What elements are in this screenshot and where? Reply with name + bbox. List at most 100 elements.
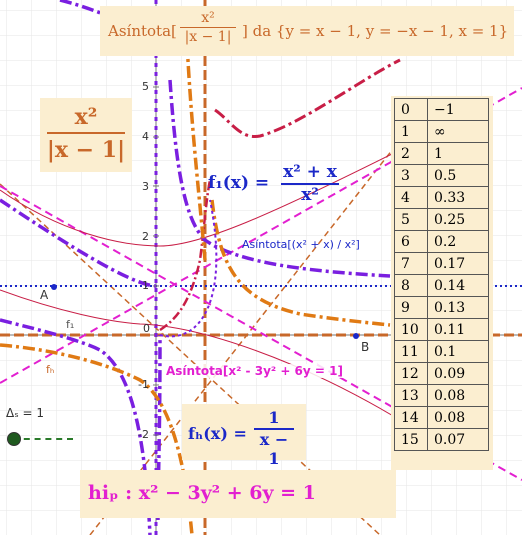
- table-cell-value: −1: [427, 98, 489, 121]
- point-a-label: A: [40, 288, 49, 302]
- fh-name: fₕ(x) =: [188, 424, 247, 443]
- table-cell-x: 4: [394, 186, 428, 209]
- purple-left-curve: [0, 198, 157, 288]
- table-cell-x: 12: [394, 362, 428, 385]
- table-cell-x: 3: [394, 164, 428, 187]
- title-numerator: x²: [180, 10, 236, 28]
- y-axis-ticks: [153, 86, 159, 436]
- slider-track[interactable]: [13, 438, 73, 440]
- fraction-numerator: x²: [47, 104, 125, 134]
- y-tick-label: -2: [138, 428, 149, 441]
- table-cell-value: 0.08: [427, 406, 489, 429]
- point-b[interactable]: [353, 333, 359, 339]
- slider-label: Δₛ = 1: [6, 406, 45, 420]
- table-cell-x: 15: [394, 428, 428, 451]
- table-cell-x: 13: [394, 384, 428, 407]
- curve-f1-label: f₁: [66, 318, 75, 331]
- orange-upper-curve: [184, 19, 207, 261]
- fh-numerator: 1: [254, 408, 294, 430]
- asymptote-f1-label[interactable]: Asíntota[(x² + x) / x²]: [242, 238, 360, 251]
- f1-fraction: x² + x x²: [281, 162, 339, 205]
- table-cell-value: 0.25: [427, 208, 489, 231]
- table-cell-x: 14: [394, 406, 428, 429]
- table-cell-value: 0.2: [427, 230, 489, 253]
- asymptote-hyperbola-label[interactable]: Asíntota[x² - 3y² + 6y = 1]: [166, 364, 343, 378]
- purple-right-curve: [168, 79, 391, 278]
- f1-function-label[interactable]: f₁(x) = x² + x x²: [208, 162, 339, 205]
- orange-lower-curve: [0, 343, 194, 535]
- title-prefix: Asíntota[: [108, 22, 177, 40]
- table-cell-x: 5: [394, 208, 428, 231]
- table-cell-x: 10: [394, 318, 428, 341]
- table-cell-x: 11: [394, 340, 428, 363]
- table-cell-value: ∞: [427, 120, 489, 143]
- table-cell-x: 8: [394, 274, 428, 297]
- table-row: 0−1: [394, 98, 489, 121]
- table-cell-x: 7: [394, 252, 428, 275]
- y-tick-label: 2: [142, 230, 149, 243]
- table-cell-value: 1: [427, 142, 489, 165]
- f1-numerator: x² + x: [281, 162, 339, 185]
- point-a[interactable]: [51, 284, 57, 290]
- slider-knob[interactable]: [7, 432, 21, 446]
- y-tick-label: 0: [143, 322, 150, 335]
- table-cell-x: 2: [394, 142, 428, 165]
- table-cell-x: 0: [394, 98, 428, 121]
- table-cell-x: 6: [394, 230, 428, 253]
- crimson-dashdot-right: [214, 58, 401, 138]
- asymptote-y-x-minus-1: [89, 139, 401, 535]
- curve-fh-label: fₕ: [46, 363, 55, 376]
- fraction-denominator: |x − 1|: [46, 137, 126, 163]
- title-denominator: |x − 1|: [184, 29, 232, 45]
- hyperbola-equation: hiₚ : x² − 3y² + 6y = 1: [88, 482, 316, 504]
- fh-function-box[interactable]: fₕ(x) = 1 x − 1: [182, 404, 306, 468]
- y-tick-label: 1: [142, 279, 149, 292]
- hyperbola-equation-box[interactable]: hiₚ : x² − 3y² + 6y = 1: [80, 470, 396, 518]
- crimson-dashdot-left: [159, 179, 212, 332]
- table-cell-value: 0.1: [427, 340, 489, 363]
- y-tick-label: -1: [138, 378, 149, 391]
- fraction-box[interactable]: x² |x − 1|: [40, 98, 132, 172]
- table-cell-x: 1: [394, 120, 428, 143]
- f1-denominator: x²: [301, 185, 319, 205]
- table-cell-value: 0.13: [427, 296, 489, 319]
- y-tick-label: 5: [142, 80, 149, 93]
- purple-dotted-loop: [159, 199, 218, 338]
- table-cell-value: 0.09: [427, 362, 489, 385]
- point-b-label: B: [361, 340, 370, 354]
- fh-fraction: 1 x − 1: [254, 408, 294, 468]
- table-cell-value: 0.07: [427, 428, 489, 451]
- hyperbola-upper-branch: [0, 149, 401, 247]
- y-tick-label: 3: [142, 180, 149, 193]
- f1-name: f₁(x) =: [208, 173, 270, 193]
- y-tick-label: 4: [142, 130, 149, 143]
- table-cell-x: 9: [394, 296, 428, 319]
- title-suffix: ] da {y = x − 1, y = −x − 1, x = 1}: [242, 22, 509, 40]
- title-fraction: x² |x − 1|: [180, 10, 236, 45]
- delta-s-slider[interactable]: [7, 432, 73, 446]
- table-row: 1∞: [394, 120, 489, 143]
- table-cell-value: 0.14: [427, 274, 489, 297]
- table-cell-value: 0.11: [427, 318, 489, 341]
- table-cell-value: 0.08: [427, 384, 489, 407]
- table-cell-value: 0.17: [427, 252, 489, 275]
- asymptote-title-box[interactable]: Asíntota[ x² |x − 1| ] da {y = x − 1, y …: [100, 6, 514, 56]
- table-cell-value: 0.5: [427, 164, 489, 187]
